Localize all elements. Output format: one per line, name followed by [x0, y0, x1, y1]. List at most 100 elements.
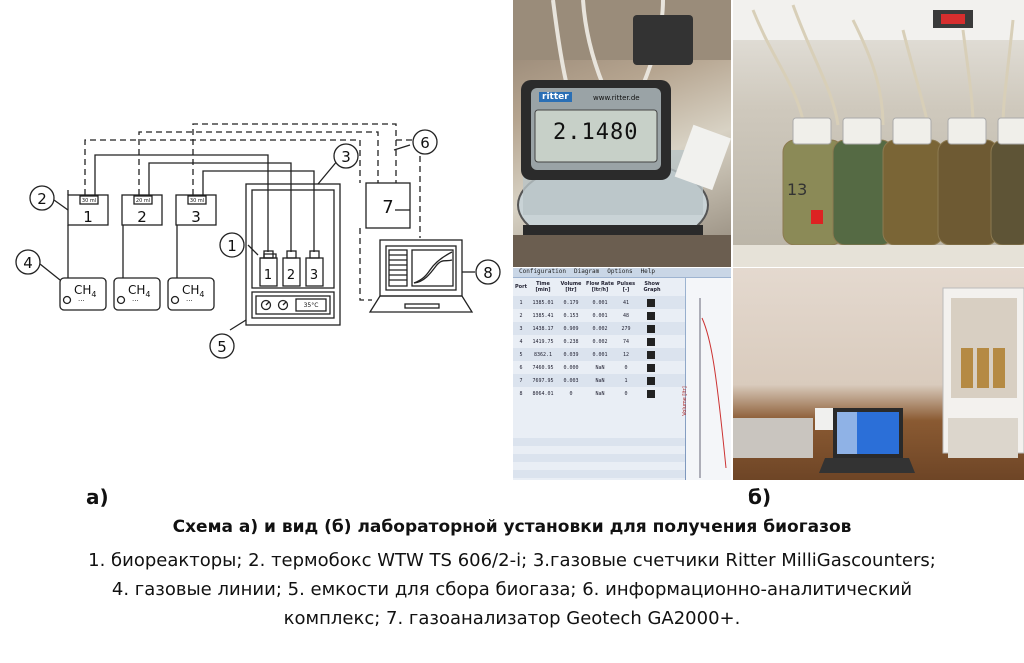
- screen-table-cell: 1385.41: [532, 312, 554, 319]
- callout-4: 4: [23, 254, 33, 272]
- screen-menu-configuration: Configuration: [519, 268, 566, 275]
- caption-line-2: 4. газовые линии; 5. емкости для сбора б…: [111, 579, 913, 600]
- screen-table-cell: 1438.17: [532, 325, 554, 332]
- callout-3: 3: [341, 148, 351, 166]
- figure-label-b: б): [748, 485, 772, 509]
- screen-table-cell: NaN: [595, 390, 605, 397]
- show-graph-checkbox[interactable]: [647, 298, 655, 307]
- screen-menu-help: Help: [640, 268, 656, 275]
- screen-table-cell: 0: [569, 390, 573, 397]
- show-graph-checkbox[interactable]: [647, 324, 655, 333]
- screen-table-cell: 0.039: [563, 351, 579, 358]
- caption-line-3: комплекс; 7. газоанализатор Geotech GA20…: [283, 608, 741, 629]
- meter-url: www.ritter.de: [593, 94, 640, 102]
- screen-col-pulses: Pulses [-]: [616, 281, 636, 293]
- screen-table-cell: 4: [519, 338, 523, 345]
- photo-gas-counter: ritter www.ritter.de 2.1480: [513, 0, 731, 267]
- callout-7: 7: [382, 197, 393, 218]
- photo-bioreactor-bottles: 13: [733, 0, 1024, 267]
- screen-table-row: 5 8362.1 0.039 0.001 12: [513, 348, 685, 361]
- callout-5: 5: [217, 338, 227, 356]
- screen-table-cell: 8362.1: [533, 351, 553, 358]
- screen-table-cell: 0.909: [563, 325, 579, 332]
- thermobox: [245, 183, 341, 326]
- screen-table-cell: 1: [519, 299, 523, 306]
- screen-table-cell: 12: [622, 351, 630, 358]
- gas-analyser: [365, 182, 411, 229]
- screen-table-cell: 0: [624, 364, 628, 371]
- figure-caption-title: Схема а) и вид (б) лабораторной установк…: [172, 517, 852, 537]
- screen-table-row: 3 1438.17 0.909 0.002 279: [513, 322, 685, 335]
- setup-schematic: 2 4 1 5 3 6 7 8 1 2 3 1 2 3 30 ml 20 ml …: [15, 123, 501, 359]
- gas-bag-2-dots: ···: [132, 297, 139, 305]
- photo-lab-setup: [733, 268, 1024, 480]
- screen-table-cell: 48: [622, 312, 630, 319]
- screen-col-port: Port: [515, 284, 527, 290]
- bottle-number-3: 3: [310, 268, 318, 283]
- gas-lines: [67, 154, 315, 278]
- show-graph-checkbox[interactable]: [647, 376, 655, 385]
- screen-table-cell: 6: [519, 364, 523, 371]
- screen-table-row: 6 7460.95 0.000 NaN 0: [513, 361, 685, 374]
- counter-number-1: 1: [83, 208, 93, 226]
- laptop-base: [368, 295, 474, 313]
- gas-counter-2: [121, 194, 163, 226]
- callout-3-circle: [333, 143, 359, 169]
- gas-counter-3: [175, 194, 217, 226]
- screen-table-cell: NaN: [595, 364, 605, 371]
- counter-number-3: 3: [191, 208, 201, 226]
- callout-4-circle: [15, 249, 41, 275]
- show-graph-checkbox[interactable]: [647, 350, 655, 359]
- screen-table-cell: 0.001: [592, 351, 608, 358]
- caption-line-1: 1. биореакторы; 2. термобокс WTW TS 606/…: [88, 550, 936, 571]
- screen-table-cell: 0.153: [563, 312, 579, 319]
- screen-table-cell: 5: [519, 351, 523, 358]
- counter-volume-1: 30 ml: [82, 198, 96, 204]
- gas-bag-3-dots: ···: [186, 297, 193, 305]
- show-graph-checkbox[interactable]: [647, 337, 655, 346]
- meter-display: 2.1480: [553, 120, 639, 145]
- screen-table-cell: 1385.01: [532, 299, 554, 306]
- screen-table-cell: 2: [519, 312, 523, 319]
- screen-table-cell: 0: [624, 390, 628, 397]
- screen-table: Port Time [min] Volume [ltr] Flow Rate […: [513, 278, 685, 480]
- screen-table-cell: 0.001: [592, 299, 608, 306]
- screen-table-cell: 7697.95: [532, 377, 554, 384]
- screen-table-cell: 0.002: [592, 325, 608, 332]
- show-graph-checkbox[interactable]: [647, 363, 655, 372]
- screen-table-cell: 8064.01: [532, 390, 554, 397]
- gas-bag-1: [59, 277, 107, 311]
- bottle-tag: 13: [787, 180, 808, 199]
- counter-number-2: 2: [137, 208, 147, 226]
- show-graph-checkbox[interactable]: [647, 389, 655, 398]
- gas-bag-2: [113, 277, 161, 311]
- counter-volume-2: 20 ml: [136, 198, 150, 204]
- screen-table-cell: 0.003: [563, 377, 579, 384]
- screen-table-cell: 7460.95: [532, 364, 554, 371]
- screen-table-cell: 279: [621, 325, 631, 332]
- gas-bag-3: [167, 277, 215, 311]
- figure-label-a: а): [86, 485, 109, 509]
- screen-table-cell: 0.000: [563, 364, 579, 371]
- callout-8: 8: [483, 264, 493, 282]
- screen-col-time: Time [min]: [535, 281, 551, 293]
- photo-software-screen: Configuration Diagram Options Help Port …: [513, 268, 731, 480]
- show-graph-checkbox[interactable]: [647, 311, 655, 320]
- screen-table-cell: 0.238: [563, 338, 579, 345]
- callout-5-circle: [209, 333, 235, 359]
- gas-bag-1-dots: ···: [78, 297, 85, 305]
- screen-col-show: Show Graph: [643, 281, 661, 293]
- thermobox-temp: 35°C: [304, 302, 319, 309]
- screen-table-cell: 1: [624, 377, 628, 384]
- screen-col-volume: Volume [ltr]: [560, 281, 582, 293]
- callout-8-circle: [475, 259, 501, 285]
- screen-table-cell: 0.002: [592, 338, 608, 345]
- callout-6-circle: [412, 129, 438, 155]
- figure-caption-legend: 1. биореакторы; 2. термобокс WTW TS 606/…: [0, 546, 1024, 633]
- screen-table-cell: 3: [519, 325, 523, 332]
- gas-bag-3-label: CH4: [182, 283, 205, 299]
